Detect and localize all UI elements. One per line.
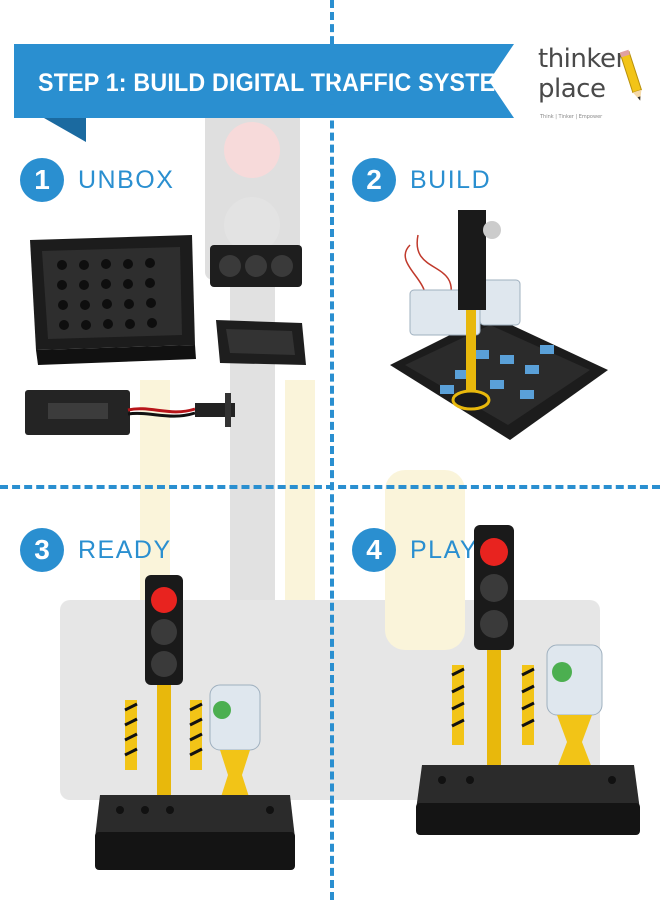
- traffic-light-icon: [474, 525, 514, 650]
- step-label: READY: [78, 535, 172, 564]
- step-label: PLAY: [410, 535, 479, 564]
- vertical-divider: [330, 0, 334, 900]
- step-number-badge: 1: [20, 158, 64, 202]
- step-number-badge: 3: [20, 528, 64, 572]
- brand-tagline: Think | Tinker | Empower: [540, 114, 603, 120]
- banner-title: STEP 1: BUILD DIGITAL TRAFFIC SYSTEM: [38, 69, 515, 97]
- ready-kit-illustration: [95, 575, 295, 870]
- step-4-header: 4 PLAY: [352, 528, 478, 572]
- brand-name-line2: place: [538, 74, 606, 104]
- brand-logo: thinker place Think | Tinker | Empower: [536, 44, 646, 134]
- step-1-header: 1 UNBOX: [20, 158, 174, 202]
- build-in-progress-illustration: [390, 210, 608, 440]
- base-board-icon: [30, 235, 196, 365]
- step-label: BUILD: [410, 165, 492, 194]
- battery-pack-icon: [25, 390, 235, 435]
- step-3-header: 3 READY: [20, 528, 172, 572]
- step-number-badge: 4: [352, 528, 396, 572]
- step-number-badge: 2: [352, 158, 396, 202]
- step-2-header: 2 BUILD: [352, 158, 491, 202]
- horizontal-divider: [0, 485, 660, 489]
- step-label: UNBOX: [78, 165, 175, 194]
- traffic-light-icon: [145, 575, 183, 685]
- brand-name-line1: thinker: [538, 44, 626, 74]
- pencil-icon: [620, 49, 643, 101]
- unbox-parts-illustration: [25, 235, 306, 435]
- traffic-light-housing: [210, 245, 302, 287]
- title-banner: [14, 44, 514, 118]
- play-kit-illustration: [416, 525, 640, 835]
